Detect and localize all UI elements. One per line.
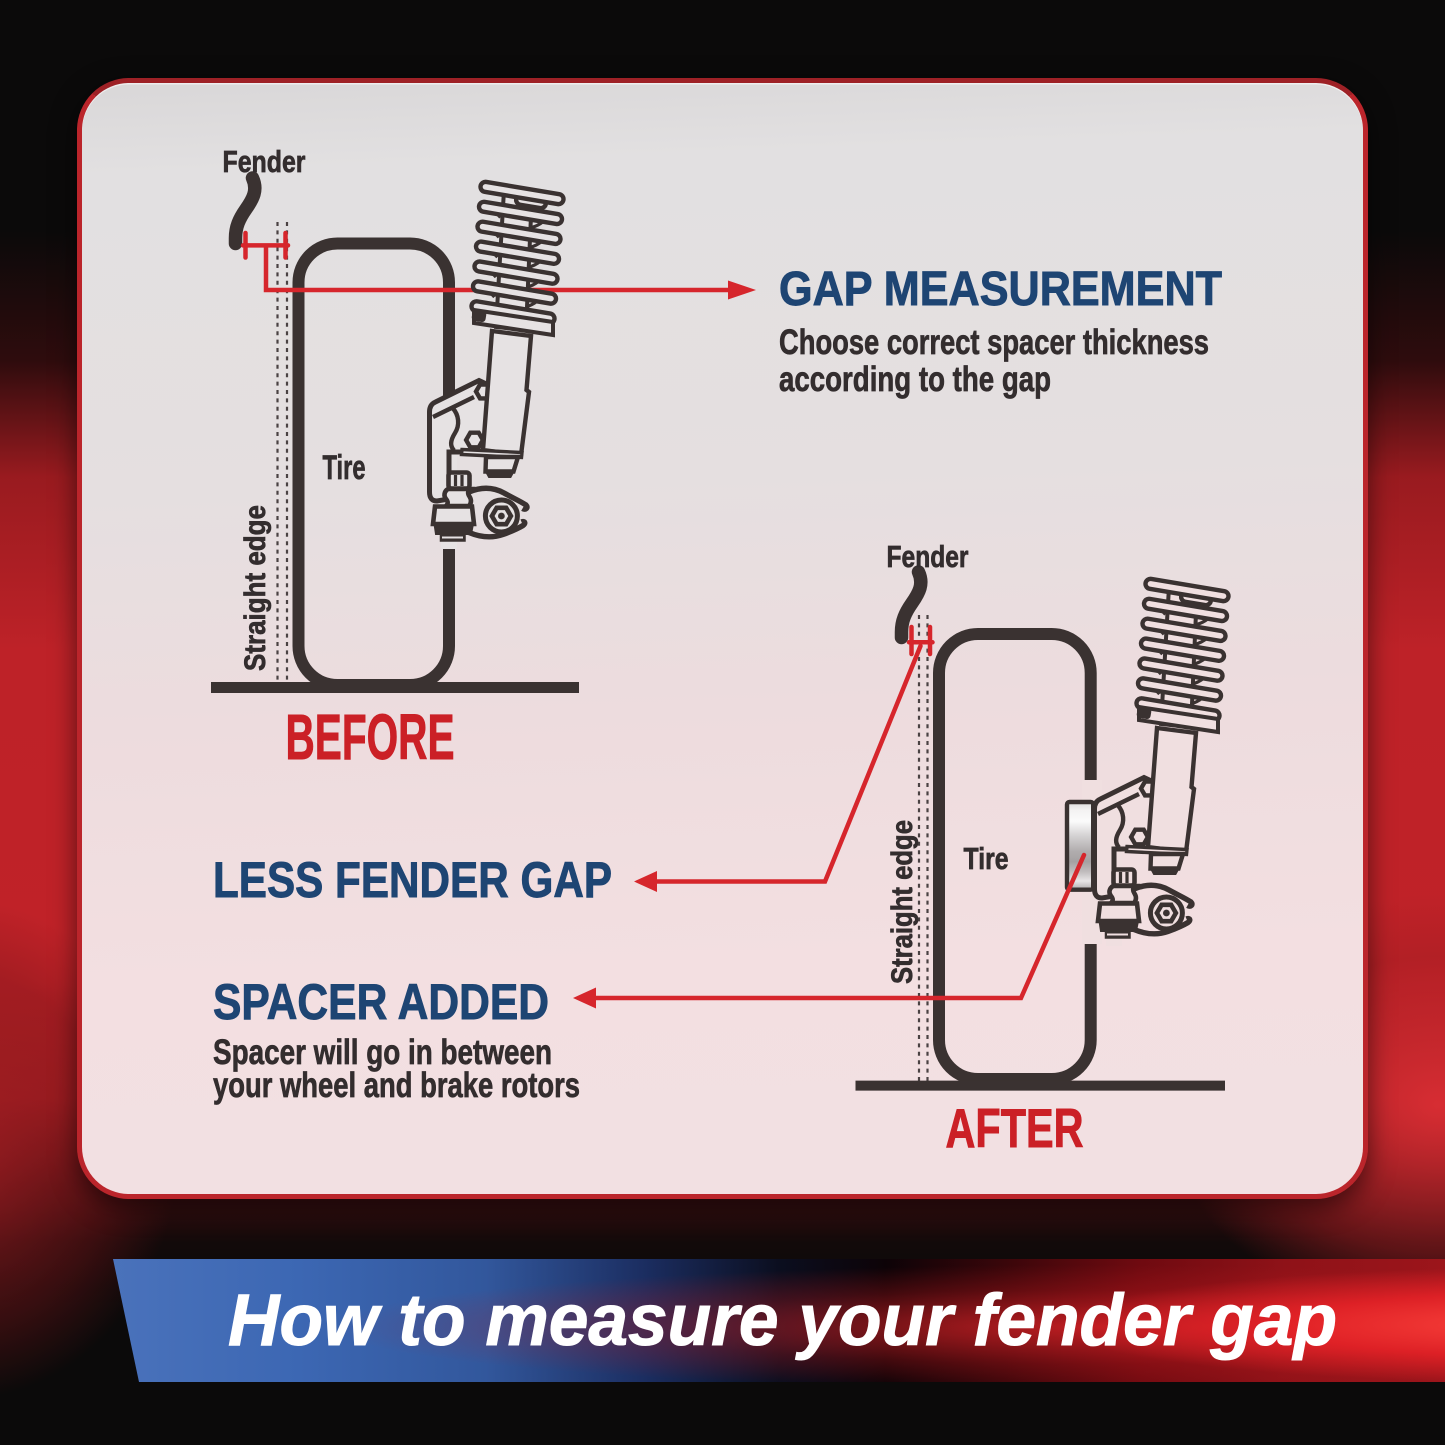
svg-text:SPACER ADDED: SPACER ADDED xyxy=(213,974,549,1030)
svg-text:AFTER: AFTER xyxy=(946,1097,1084,1159)
svg-text:according to the gap: according to the gap xyxy=(779,360,1051,399)
svg-text:How to measure your fender gap: How to measure your fender gap xyxy=(228,1280,1337,1361)
svg-text:Spacer will go in between: Spacer will go in between xyxy=(213,1033,552,1072)
svg-text:GAP MEASUREMENT: GAP MEASUREMENT xyxy=(779,263,1222,316)
svg-text:Choose correct spacer thicknes: Choose correct spacer thickness xyxy=(779,323,1209,362)
svg-text:Tire: Tire xyxy=(964,841,1009,876)
svg-text:Fender: Fender xyxy=(223,144,306,179)
svg-text:Fender: Fender xyxy=(887,539,969,574)
svg-text:LESS FENDER GAP: LESS FENDER GAP xyxy=(213,852,612,908)
svg-text:BEFORE: BEFORE xyxy=(286,701,455,773)
svg-text:Straight edge: Straight edge xyxy=(239,505,272,671)
svg-text:Tire: Tire xyxy=(323,449,366,487)
svg-text:Straight edge: Straight edge xyxy=(886,820,919,984)
svg-text:your wheel and brake rotors: your wheel and brake rotors xyxy=(213,1066,580,1105)
